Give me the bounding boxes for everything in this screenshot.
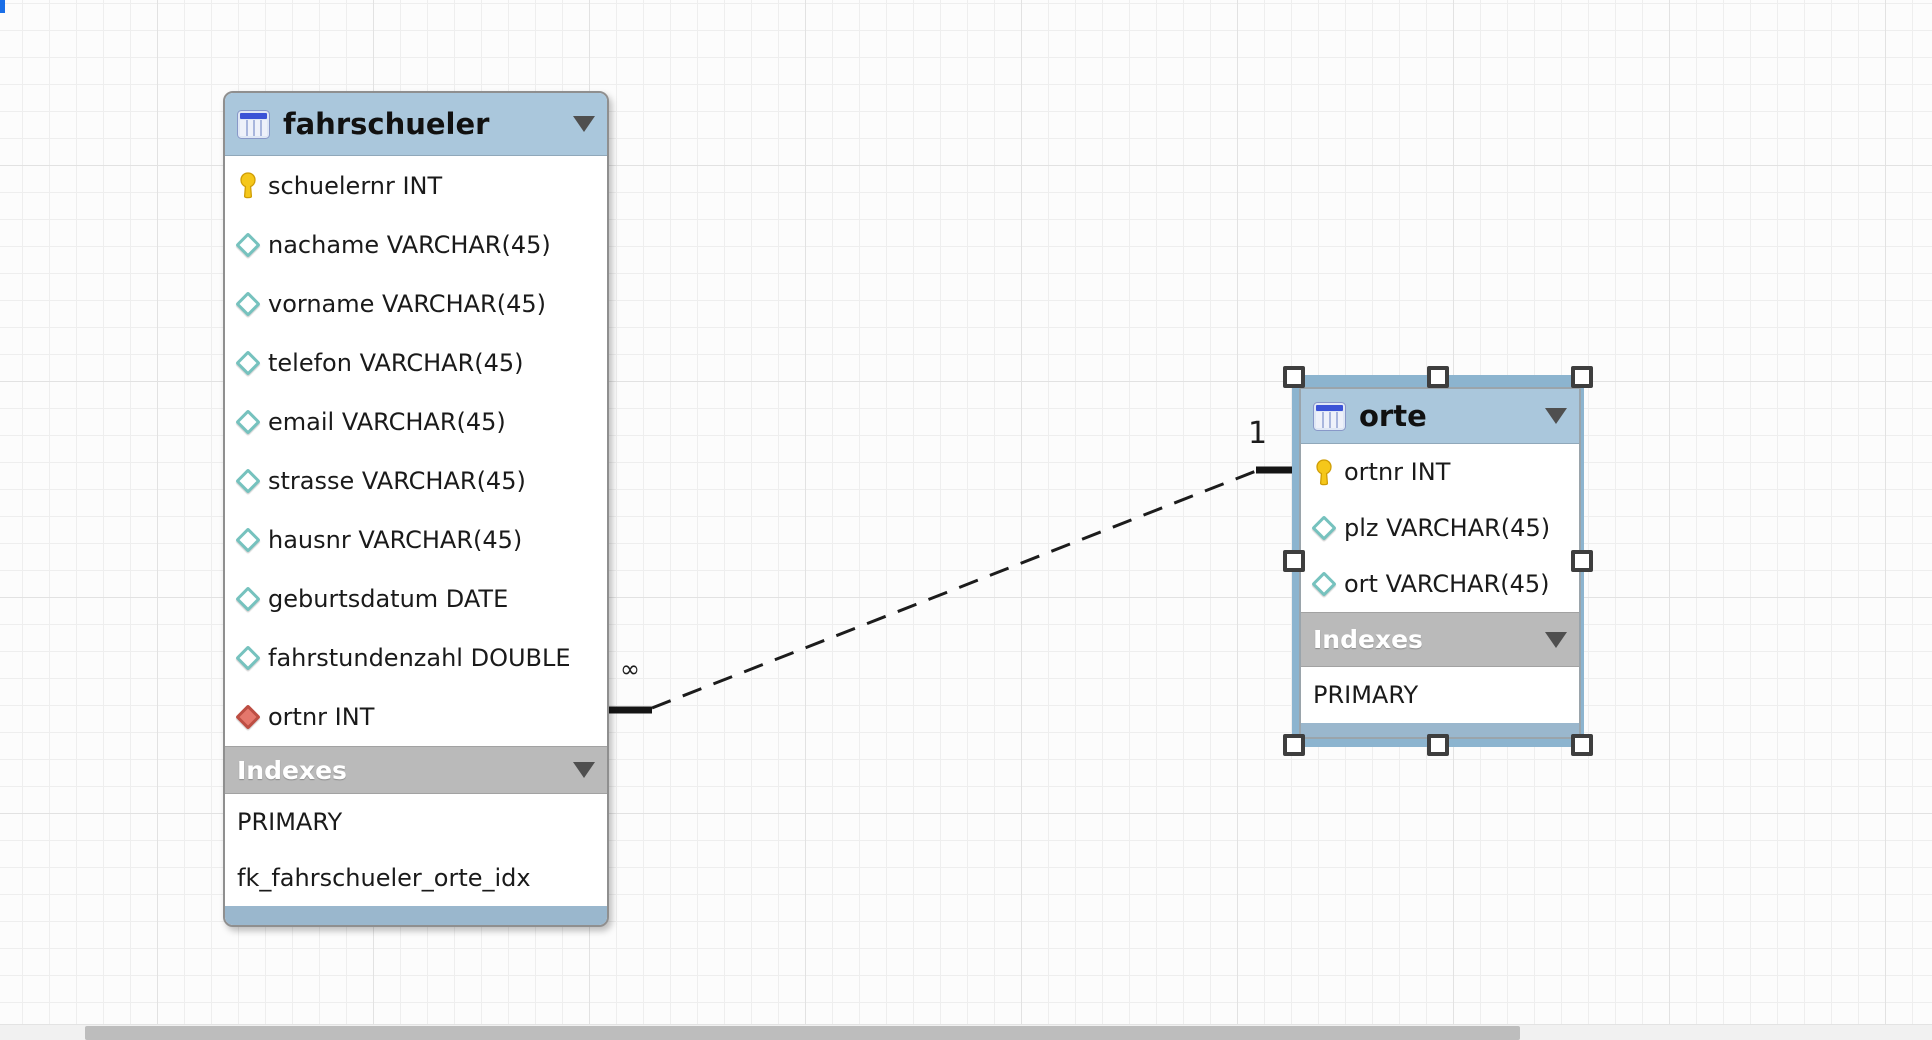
column-icon [235,408,261,436]
resize-handle-top-left[interactable] [1283,366,1305,388]
column-icon [235,349,261,377]
table-fahrschueler-header[interactable]: fahrschueler [225,93,607,156]
table-orte-header[interactable]: orte [1301,389,1579,444]
column-icon [1311,514,1337,542]
index-row[interactable]: fk_fahrschueler_orte_idx [225,850,607,906]
column-label: geburtsdatum DATE [268,584,509,613]
table-footer-bar [1301,723,1579,737]
cardinality-one-label: 1 [1248,416,1268,451]
column-row[interactable]: nachame VARCHAR(45) [225,215,607,274]
index-label: PRIMARY [237,808,343,836]
column-row[interactable]: schuelernr INT [225,156,607,215]
foreign-key-icon [235,703,261,731]
indexes-section-header[interactable]: Indexes [225,746,607,794]
column-row[interactable]: fahrstundenzahl DOUBLE [225,628,607,687]
table-fahrschueler[interactable]: fahrschueler schuelernr INT nachame VARC… [223,91,609,927]
index-row[interactable]: PRIMARY [225,794,607,850]
column-row[interactable]: vorname VARCHAR(45) [225,274,607,333]
canvas-origin-mark [0,0,5,13]
column-icon [235,290,261,318]
column-icon [235,526,261,554]
table-icon [237,109,270,139]
index-label: PRIMARY [1313,681,1419,709]
resize-handle-top-center[interactable] [1427,366,1449,388]
column-icon [235,231,261,259]
column-label: schuelernr INT [268,171,443,200]
primary-key-icon [1313,458,1335,486]
column-label: ort VARCHAR(45) [1344,570,1550,598]
resize-handle-mid-left[interactable] [1283,550,1305,572]
table-title: fahrschueler [283,107,490,141]
column-row[interactable]: ortnr INT [225,687,607,746]
column-label: ortnr INT [268,702,375,731]
column-label: strasse VARCHAR(45) [268,466,526,495]
primary-key-icon [237,172,259,200]
collapse-toggle-icon[interactable] [1545,408,1567,424]
table-footer-bar [225,906,607,925]
resize-handle-bottom-left[interactable] [1283,734,1305,756]
column-row[interactable]: telefon VARCHAR(45) [225,333,607,392]
resize-handle-bottom-right[interactable] [1571,734,1593,756]
table-orte[interactable]: orte ortnr INT plz VARCHAR(45) ort VARCH… [1299,387,1581,739]
index-row[interactable]: PRIMARY [1301,667,1579,723]
indexes-label: Indexes [237,755,347,785]
column-row[interactable]: geburtsdatum DATE [225,569,607,628]
column-row[interactable]: ortnr INT [1301,444,1579,500]
column-label: fahrstundenzahl DOUBLE [268,643,571,672]
column-icon [235,585,261,613]
resize-handle-mid-right[interactable] [1571,550,1593,572]
horizontal-scrollbar[interactable] [0,1024,1932,1040]
column-row[interactable]: strasse VARCHAR(45) [225,451,607,510]
collapse-toggle-icon[interactable] [573,762,595,778]
column-label: nachame VARCHAR(45) [268,230,551,259]
resize-handle-bottom-center[interactable] [1427,734,1449,756]
column-label: telefon VARCHAR(45) [268,348,524,377]
column-label: vorname VARCHAR(45) [268,289,546,318]
resize-handle-top-right[interactable] [1571,366,1593,388]
collapse-toggle-icon[interactable] [1545,631,1567,648]
cardinality-many-label: ∞ [620,655,640,683]
column-icon [1311,570,1337,598]
column-label: ortnr INT [1344,458,1451,486]
column-row[interactable]: ort VARCHAR(45) [1301,556,1579,612]
column-label: hausnr VARCHAR(45) [268,525,523,554]
indexes-label: Indexes [1313,625,1423,654]
column-icon [235,644,261,672]
column-row[interactable]: email VARCHAR(45) [225,392,607,451]
column-row[interactable]: hausnr VARCHAR(45) [225,510,607,569]
index-label: fk_fahrschueler_orte_idx [237,864,531,892]
horizontal-scrollbar-thumb[interactable] [85,1026,1520,1040]
column-label: plz VARCHAR(45) [1344,514,1551,542]
column-row[interactable]: plz VARCHAR(45) [1301,500,1579,556]
relationship-dashed-segment [651,469,1257,710]
table-icon [1313,401,1346,431]
column-label: email VARCHAR(45) [268,407,506,436]
column-icon [235,467,261,495]
indexes-section-header[interactable]: Indexes [1301,612,1579,667]
table-title: orte [1359,399,1427,433]
collapse-toggle-icon[interactable] [573,116,595,132]
